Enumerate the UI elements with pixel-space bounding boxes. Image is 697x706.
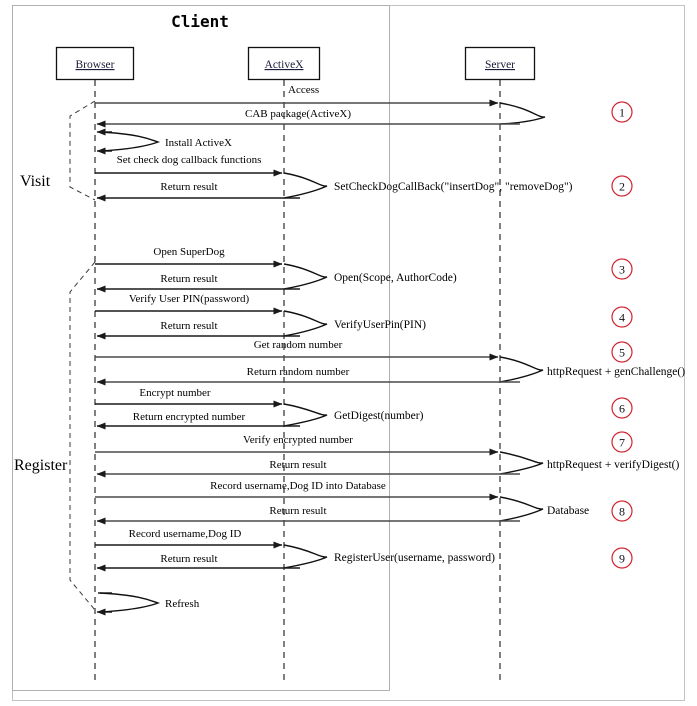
lifelines (94, 80, 501, 682)
step-number-8: 8 (619, 505, 625, 519)
message-refresh: Refresh (96, 592, 200, 616)
message-label-recorduser-ret: Return result (160, 553, 217, 565)
message-label-open: Open SuperDog (153, 246, 225, 258)
message-label-recorddb: Record username,Dog ID into Database (210, 480, 386, 492)
message-set-callback: Set check dog callback functions Return … (95, 154, 328, 202)
actor-label-activex: ActiveX (265, 59, 305, 71)
step-circle-9 (611, 547, 633, 569)
note-open: Open(Scope, AuthorCode) (334, 272, 457, 284)
step-number-4: 4 (619, 311, 625, 325)
self-loop-refresh (99, 592, 161, 613)
note-getdigest: GetDigest(number) (334, 410, 424, 422)
phase-label-register: Register (14, 457, 68, 474)
loop-server-8 (499, 496, 544, 522)
step-circle-4 (611, 306, 633, 328)
actor-activex[interactable]: ActiveX (247, 46, 321, 81)
step-badge-3: 3 (611, 258, 633, 280)
loop-activex-6 (283, 403, 328, 427)
actor-box-server[interactable] (464, 46, 536, 81)
message-label-getrand-ret: Return random number (247, 366, 350, 378)
actor-label-browser: Browser (76, 59, 115, 71)
message-install-activex: Install ActiveX (96, 128, 232, 155)
phase-brace-register (69, 261, 96, 611)
step-badge-4: 4 (611, 306, 633, 328)
message-label-encrypt: Encrypt number (139, 387, 211, 399)
message-label-access: Access (288, 84, 319, 96)
step-circle-8 (611, 500, 633, 522)
phase-brace-visit (69, 100, 96, 201)
step-badge-1: 1 (611, 101, 633, 123)
step-badge-9: 9 (611, 547, 633, 569)
step-number-1: 1 (619, 106, 625, 120)
step-badge-7: 7 (611, 431, 633, 453)
note-verifydig: httpRequest + verifyDigest() (547, 459, 679, 471)
step-circle-1 (611, 101, 633, 123)
step-number-6: 6 (619, 402, 625, 416)
message-label-recorddb-ret: Return result (269, 505, 326, 517)
message-label-verifyenc-ret: Return result (269, 459, 326, 471)
message-label-verifyenc: Verify encrypted number (243, 434, 353, 446)
step-badge-8: 8 (611, 500, 633, 522)
step-circle-3 (611, 258, 633, 280)
step-badge-2: 2 (611, 175, 633, 197)
message-label-recorduser: Record username,Dog ID (129, 528, 242, 540)
client-boundary-box (12, 5, 390, 691)
message-request-cab: CAB package(ActiveX) (95, 99, 546, 128)
message-label-verifypin: Verify User PIN(password) (129, 293, 250, 305)
step-circle-7 (611, 431, 633, 453)
message-verify-pin: Verify User PIN(password) Return result (95, 293, 328, 340)
message-verify-encrypted: Verify encrypted number Return result (95, 434, 544, 478)
step-number-2: 2 (619, 180, 625, 194)
note-genchal: httpRequest + genChallenge() (547, 366, 685, 378)
note-database: Database (547, 505, 589, 517)
note-setcb: SetCheckDogCallBack("insertDog", "remove… (334, 181, 573, 193)
message-label-setcb: Set check dog callback functions (117, 154, 262, 166)
actor-label-server: Server (485, 59, 515, 71)
message-get-random: Get random number Return random number (95, 339, 544, 386)
step-badge-6: 6 (611, 397, 633, 419)
message-label-open-ret: Return result (160, 273, 217, 285)
step-number-9: 9 (619, 552, 625, 566)
loop-server-5 (499, 356, 544, 383)
loop-activex-4 (283, 310, 328, 337)
message-record-user: Record username,Dog ID Return result (95, 528, 328, 572)
phase-label-visit: Visit (20, 173, 51, 190)
loop-server-1 (499, 102, 546, 125)
message-label-verifypin-ret: Return result (160, 320, 217, 332)
message-encrypt-number: Encrypt number Return encrypted number (95, 387, 328, 430)
message-record-database: Record username,Dog ID into Database Ret… (95, 480, 544, 525)
self-loop-install (99, 131, 161, 152)
message-label-setcb-ret: Return result (160, 181, 217, 193)
loop-activex-3 (283, 263, 328, 290)
message-open-superdog: Open SuperDog Return result (95, 246, 328, 293)
message-label-install: Install ActiveX (165, 137, 232, 149)
step-circle-5 (611, 341, 633, 363)
loop-activex-9 (283, 544, 328, 569)
step-number-3: 3 (619, 263, 625, 277)
client-title: Client (171, 12, 229, 31)
step-number-5: 5 (619, 346, 625, 360)
actor-browser[interactable]: Browser (55, 46, 135, 81)
step-badge-5: 5 (611, 341, 633, 363)
actor-box-browser[interactable] (55, 46, 135, 81)
message-label-refresh: Refresh (165, 598, 200, 610)
step-number-7: 7 (619, 436, 625, 450)
step-circle-6 (611, 397, 633, 419)
loop-activex-2 (283, 172, 328, 199)
loop-server-7 (499, 451, 544, 475)
message-label-getrand: Get random number (254, 339, 343, 351)
note-verifypin: VerifyUserPin(PIN) (334, 319, 426, 331)
message-label-cab: CAB package(ActiveX) (245, 108, 351, 120)
actor-box-activex[interactable] (247, 46, 321, 81)
message-label-encrypt-ret: Return encrypted number (133, 411, 246, 423)
step-circle-2 (611, 175, 633, 197)
actor-server[interactable]: Server (464, 46, 536, 81)
note-register: RegisterUser(username, password) (334, 552, 495, 564)
